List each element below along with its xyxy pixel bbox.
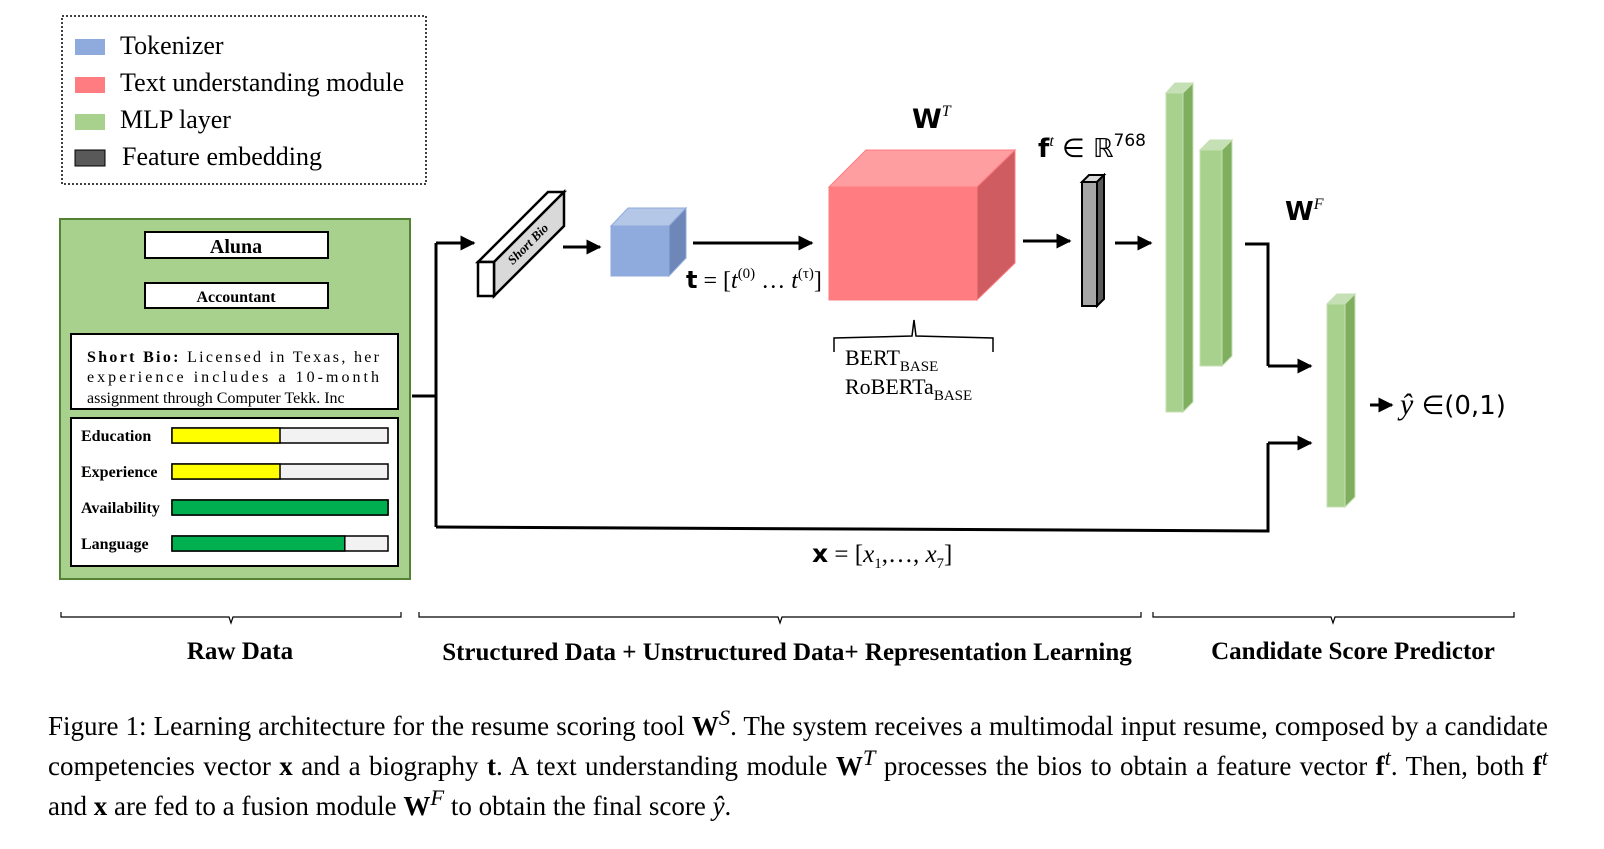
x-bypass-line: [435, 443, 1270, 533]
legend-label-mlp: MLP layer: [120, 105, 231, 134]
caption-wt-sup: T: [862, 745, 876, 770]
caption-text-9: to obtain the final score: [444, 791, 713, 821]
bio-line-2: experience includes a 10-month: [87, 369, 379, 386]
caption-x: x: [279, 751, 293, 781]
skill-row: Availability: [81, 499, 389, 517]
short-bio-slab: Short Bio: [474, 188, 568, 300]
mlp-layer-1: [1164, 81, 1195, 414]
section-representation: Structured Data + Unstructured Data+ Rep…: [442, 639, 1132, 666]
mlp-to-fusion-line: [1245, 242, 1270, 366]
mlp-layer-2: [1198, 138, 1234, 368]
skill-bar-fill: [171, 535, 346, 552]
section-braces: [60, 612, 1515, 625]
caption-ws: W: [691, 711, 719, 741]
legend-item-feature: Feature embedding: [74, 142, 322, 171]
caption-wf: W: [403, 791, 431, 821]
legend-item-text-module: Text understanding module: [75, 68, 404, 97]
legend-frame: [61, 15, 427, 185]
caption-f2-sup: t: [1541, 745, 1548, 770]
feature-embedding-bar: [1079, 172, 1107, 309]
skill-row: Language: [81, 535, 389, 553]
candidate-occupation: Accountant: [196, 289, 276, 306]
raw-data-card: Aluna Accountant Short Bio: Licensed in …: [59, 218, 411, 580]
bio-box: [70, 333, 399, 410]
fusion-layer: [1325, 292, 1357, 509]
caption-x2: x: [93, 791, 108, 821]
skill-row: Education: [81, 427, 389, 445]
caption-wf-sup: F: [430, 785, 445, 810]
legend-label-tokenizer: Tokenizer: [120, 31, 224, 60]
caption-text-2: . The system receives a multimodal input…: [48, 711, 1548, 781]
caption-text-6: . Then, both: [1390, 751, 1533, 781]
caption-ws-sup: S: [718, 705, 731, 730]
t-vector-label: t = [t(0) … t(τ)]: [686, 266, 822, 294]
caption-text-7: and: [48, 791, 94, 821]
caption-wt: W: [835, 751, 863, 781]
legend-item-tokenizer: Tokenizer: [75, 31, 224, 60]
model-roberta: RoBERTaBASE: [845, 374, 972, 404]
x-vector-label: x = [x1,…, x7]: [812, 539, 952, 572]
caption-text-5: processes the bios to obtain a feature v…: [875, 751, 1376, 781]
caption-text-4: . A text understanding module: [495, 751, 836, 781]
caption-t: t: [486, 751, 496, 781]
caption-yhat: ŷ: [712, 791, 725, 821]
legend-swatch-text-module: [75, 77, 105, 93]
caption-text-10: .: [724, 791, 732, 821]
occupation-box: [144, 282, 329, 309]
caption-text-1: Figure 1: Learning architecture for the …: [48, 711, 692, 741]
skill-bar-fill: [171, 427, 281, 444]
bio-line-3: assignment through Computer Tekk. Inc: [87, 390, 345, 407]
caption-f2: f: [1532, 751, 1542, 781]
candidate-name: Aluna: [210, 236, 262, 258]
model-bert: BERTBASE: [845, 345, 938, 375]
legend-swatch-feature: [74, 149, 106, 167]
text-module-symbol: WT: [912, 103, 952, 135]
model-brace: [833, 319, 994, 352]
fusion-symbol: WF: [1285, 196, 1324, 227]
output-label: ŷ ∈(0,1): [1397, 388, 1506, 421]
caption-f1-sup: t: [1384, 745, 1391, 770]
legend-item-mlp: MLP layer: [75, 105, 231, 134]
brace-representation: [418, 612, 1142, 625]
skill-bar-fill: [171, 463, 281, 480]
name-box: [144, 231, 329, 259]
skill-bar-fill: [171, 499, 389, 516]
brace-predictor: [1152, 612, 1515, 625]
connections: [412, 233, 1394, 533]
caption-f1: f: [1375, 751, 1385, 781]
section-predictor: Candidate Score Predictor: [1211, 638, 1495, 665]
skill-label: Experience: [81, 464, 157, 481]
caption-text-8: are fed to a fusion module: [107, 791, 404, 821]
skill-label: Language: [81, 536, 149, 553]
figure-caption: Figure 1: Learning architecture for the …: [48, 702, 1548, 822]
skill-label: Education: [81, 428, 151, 445]
feature-label: ft ∈ ℝ768: [1038, 131, 1146, 164]
section-raw-data: Raw Data: [187, 638, 294, 665]
legend: Tokenizer Text understanding module MLP …: [61, 15, 427, 185]
caption-text-3: and a biography: [292, 751, 487, 781]
skill-row: Experience: [81, 463, 389, 481]
legend-label-feature: Feature embedding: [122, 142, 322, 171]
legend-swatch-tokenizer: [75, 39, 105, 55]
legend-swatch-mlp: [75, 114, 105, 130]
text-understanding-cube: [827, 148, 1017, 302]
brace-raw-data: [60, 612, 402, 625]
legend-label-text-module: Text understanding module: [120, 68, 404, 97]
tokenizer-cube: [609, 206, 688, 278]
skill-label: Availability: [81, 500, 160, 517]
